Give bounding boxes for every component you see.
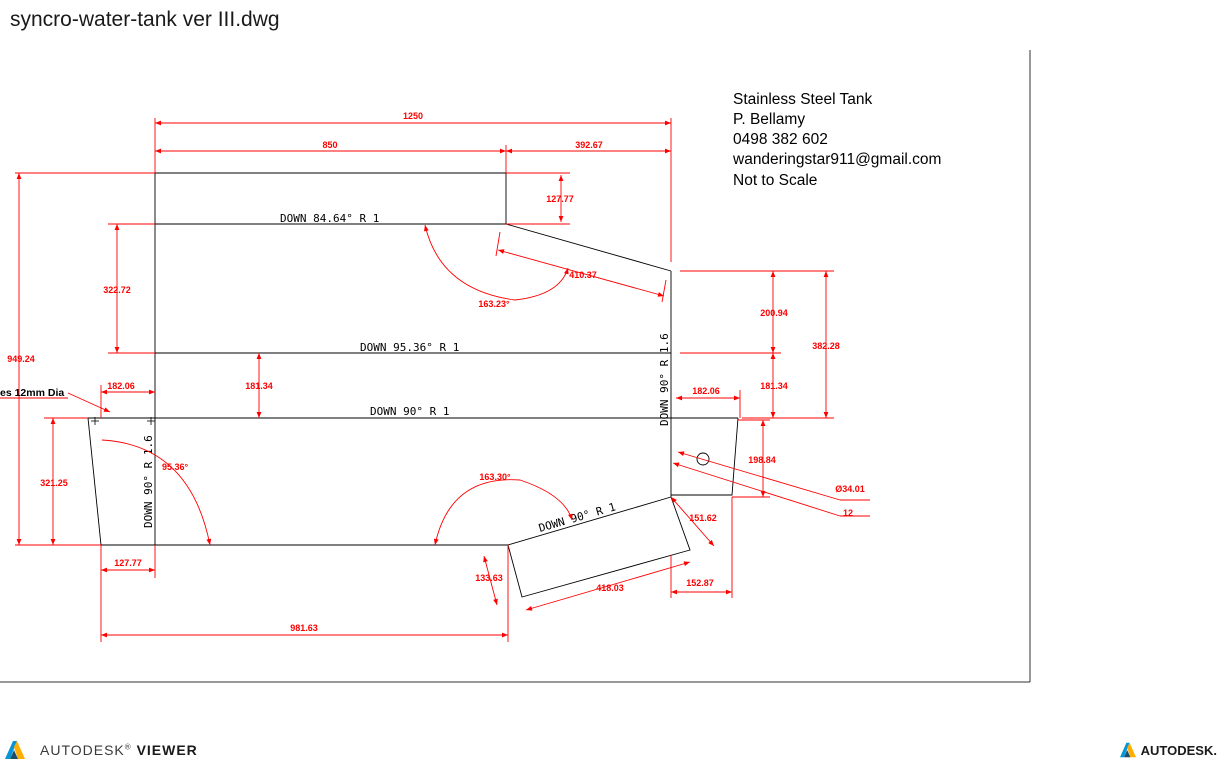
bend-label-middle: DOWN 95.36° R 1 [360,341,459,354]
brand-name: AUTODESK [1140,742,1214,758]
bend-label-top: DOWN 84.64° R 1 [280,212,379,225]
dim-12: 12 [843,508,853,518]
dim-dia-34-01: Ø34.01 [835,484,865,494]
note-line: Not to Scale [733,172,817,189]
autodesk-logo-icon [5,741,25,759]
title-notes: Stainless Steel Tank P. Bellamy 0498 382… [732,91,941,189]
note-line: wanderingstar911@gmail.com [732,151,941,168]
holes-callout: es 12mm Dia [0,387,64,399]
dim-182-06-right: 182.06 [692,386,720,396]
dim-198-84: 198.84 [748,455,776,465]
sheet-frame [0,50,1031,683]
dim-1250: 1250 [403,111,423,121]
bend-label-slanted: DOWN 90° R 1 [537,500,617,534]
dim-152-87: 152.87 [686,578,714,588]
autodesk-wordmark: AUTODESK. [1141,743,1217,758]
brand-dot: . [1213,742,1217,758]
dim-322-72: 322.72 [103,285,131,295]
bend-label-right-vertical: DOWN 90° R 1.6 [658,333,671,426]
dim-163-30: 163.30° [479,472,511,482]
dim-410-37: 410.37 [569,270,597,280]
autodesk-viewer-branding: AUTODESK® VIEWER [4,738,198,762]
file-title: syncro-water-tank ver III.dwg [10,8,280,31]
brand-name: AUTODESK [40,742,125,758]
product-name: VIEWER [136,742,198,758]
dim-151-62: 151.62 [689,513,717,523]
dim-418-03: 418.03 [596,583,624,593]
tank-outline [87,172,739,598]
dim-95-36-angle: 95.36° [162,462,189,472]
dim-163-23: 163.23° [478,299,510,309]
drawing-viewport[interactable]: DOWN 84.64° R 1 DOWN 95.36° R 1 DOWN 90°… [0,48,1040,688]
bend-label-lower: DOWN 90° R 1 [370,405,449,418]
dim-981-63: 981.63 [290,623,318,633]
dim-949-24: 949.24 [7,354,35,364]
dim-181-34-right: 181.34 [760,381,788,391]
drawing-canvas[interactable]: DOWN 84.64° R 1 DOWN 95.36° R 1 DOWN 90°… [0,48,1040,688]
autodesk-logo-icon [1119,742,1136,758]
dim-182-06-left: 182.06 [107,381,135,391]
dim-200-94: 200.94 [760,308,788,318]
dimension-lines [0,118,870,642]
dim-127-77-bottom: 127.77 [114,558,142,568]
registered-mark: ® [124,742,132,752]
note-line: Stainless Steel Tank [733,91,873,108]
note-line: 0498 382 602 [733,131,828,148]
bend-label-left-vertical: DOWN 90° R 1.6 [142,435,155,528]
dim-382-28: 382.28 [812,341,840,351]
autodesk-viewer-wordmark: AUTODESK® VIEWER [40,742,198,758]
dim-181-34-left: 181.34 [245,381,273,391]
dim-850: 850 [322,140,337,150]
dim-127-77-top: 127.77 [546,194,574,204]
dim-321-25: 321.25 [40,478,68,488]
autodesk-corner-branding: AUTODESK. [1119,738,1217,762]
dim-392-67: 392.67 [575,140,603,150]
dim-133-63: 133.63 [475,573,503,583]
note-line: P. Bellamy [733,111,805,128]
